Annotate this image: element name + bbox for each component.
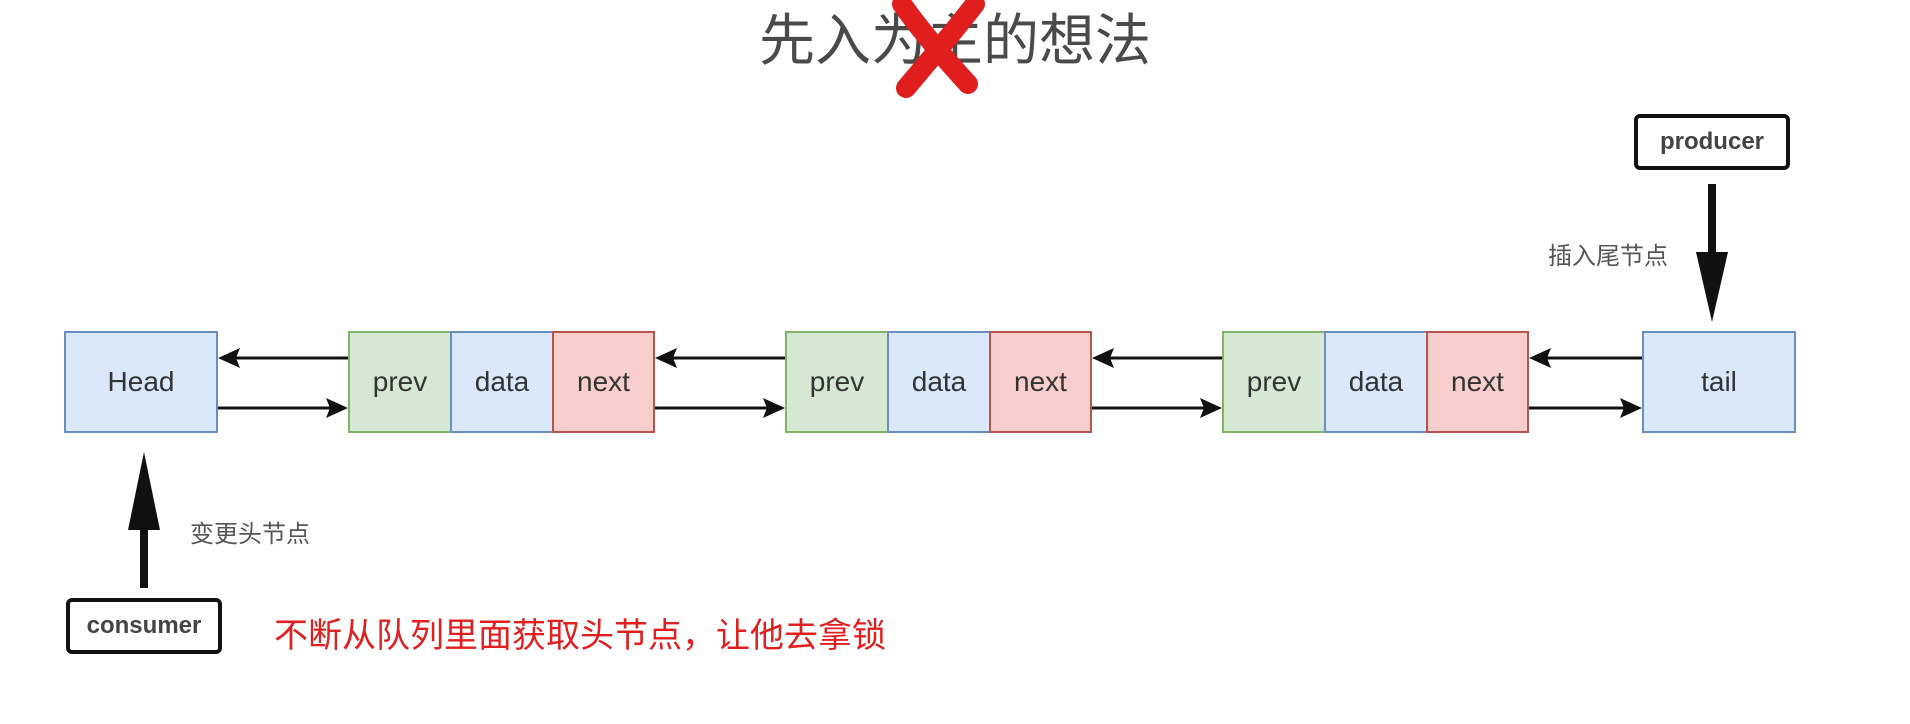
node-3-next: next (1426, 331, 1529, 433)
arrowhead-icon (1529, 348, 1551, 368)
prev-label: prev (809, 366, 865, 397)
producer-box: producer (1634, 114, 1790, 170)
insert-tail-label: 插入尾节点 (1548, 242, 1668, 270)
arrowhead-icon (763, 398, 785, 418)
tail-node: tail (1642, 331, 1796, 433)
node-2-prev: prev (785, 331, 889, 433)
arrowhead-icon (1200, 398, 1222, 418)
node-2-next: next (989, 331, 1092, 433)
consumer-label: consumer (86, 612, 202, 639)
data-label: data (474, 366, 530, 397)
node-1-data: data (450, 331, 554, 433)
node-1-next: next (552, 331, 655, 433)
arrowhead-icon (326, 398, 348, 418)
producer-label: producer (1659, 128, 1764, 155)
prev-label: prev (1246, 366, 1302, 397)
head-node-label: Head (107, 366, 175, 397)
cross-icon (892, 0, 985, 98)
next-label: next (1451, 366, 1504, 397)
arrowhead-icon (1092, 348, 1114, 368)
change-head-label: 变更头节点 (190, 520, 310, 548)
tail-node-label: tail (1701, 366, 1737, 397)
arrowhead-icon (1620, 398, 1642, 418)
arrowhead-icon (128, 452, 160, 530)
node-1-prev: prev (348, 331, 452, 433)
arrowhead-icon (1696, 252, 1728, 322)
prev-label: prev (372, 366, 428, 397)
next-label: next (1014, 366, 1067, 397)
arrowhead-icon (218, 348, 240, 368)
explanation-note: 不断从队列里面获取头节点，让他去拿锁 (274, 616, 886, 656)
data-label: data (911, 366, 967, 397)
next-label: next (577, 366, 630, 397)
consumer-box: consumer (66, 598, 222, 654)
arrowhead-icon (655, 348, 677, 368)
node-3-prev: prev (1222, 331, 1326, 433)
data-label: data (1348, 366, 1404, 397)
head-node: Head (64, 331, 218, 433)
